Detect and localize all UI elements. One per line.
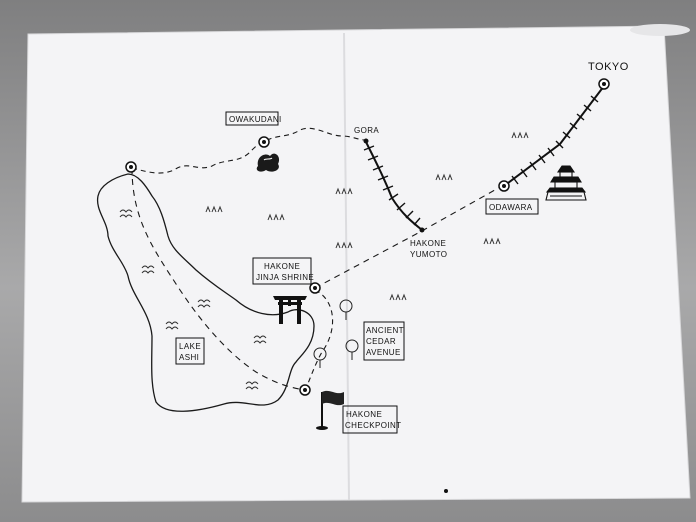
dashed-route-shrine-odawara [314,185,503,289]
lake-ashi-label-line1: LAKE [179,342,201,351]
grass-icon [511,131,529,139]
cedar-label-line2: CEDAR [366,337,396,346]
grass-icon [435,173,453,181]
checkpoint-label-box [342,405,398,434]
hakone-yumoto-label-line1: HAKONE [410,239,446,248]
wave-icon [119,209,133,218]
paper-sheet [21,25,691,503]
castle-icon [545,165,587,201]
paper-fold [343,32,350,501]
cedar-label-line1: ANCIENT [366,326,404,335]
cedar-label-box [363,321,405,361]
tree-icon [339,299,353,320]
dashed-route-lake [131,167,306,391]
grass-icon [389,293,407,301]
odawara-label-box [485,198,539,215]
hakone-jinja-label-line2: JINJA SHRINE [256,273,314,282]
cedar-label-line3: AVENUE [366,348,401,357]
dashed-route-shrine-checkpoint [304,289,334,391]
hakone-jinja-label-line1: HAKONE [264,262,300,271]
checkpoint-label-line2: CHECKPOINT [345,421,401,430]
torii-gate-icon [273,296,307,324]
steam-vent-icon [256,153,280,172]
lake-ashi-label-box [175,337,205,365]
grass-icon [483,237,501,245]
wave-icon [253,335,267,344]
checkpoint-label-line1: HAKONE [346,410,382,419]
railway-ties-gora [363,145,421,226]
grass-icons [205,131,529,301]
wave-icon [165,321,179,330]
tree-icon [345,339,359,360]
ink-dot [444,489,448,493]
hakone-yumoto-label-line2: YUMOTO [410,250,447,259]
odawara-label: ODAWARA [489,203,533,212]
wave-icons [119,209,267,390]
grass-icon [267,213,285,221]
station-markers [125,78,610,396]
lake-ashi-outline [96,173,315,412]
wave-icon [141,265,155,274]
yumoto-marker [419,227,425,233]
wave-icon [197,299,211,308]
paper-shadow [630,24,690,36]
gora-marker [363,138,369,144]
owakudani-label-box [225,111,279,126]
gora-label: GORA [354,126,379,135]
wave-icon [245,381,259,390]
grass-icon [205,205,223,213]
owakudani-label: OWAKUDANI [229,115,282,124]
railway-ties-tokyo [511,95,599,185]
tokyo-label: TOKYO [588,61,629,73]
grass-icon [335,241,353,249]
lake-ashi-label-line2: ASHI [179,353,199,362]
jinja-label-box [252,257,312,285]
tree-icons [313,299,359,368]
flag-icon [316,390,344,430]
tree-icon [313,347,327,368]
grass-icon [335,187,353,195]
